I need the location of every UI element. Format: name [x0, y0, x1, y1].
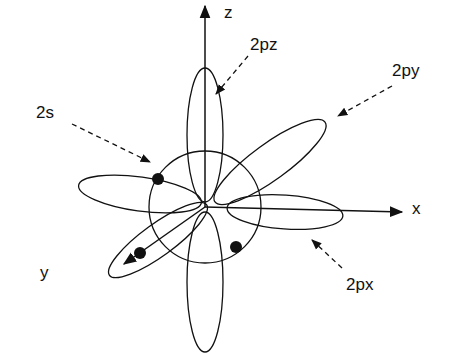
py-lobe: [100, 192, 216, 288]
axis-label: x: [412, 200, 421, 217]
py-lobe: [204, 107, 335, 216]
electron-dot: [152, 173, 164, 185]
axis-label: y: [40, 264, 49, 281]
orbital-label: 2py: [392, 62, 419, 79]
electron-dot: [230, 241, 242, 253]
z-axis: [204, 6, 206, 207]
axis-label: z: [224, 4, 233, 21]
orbital-label: 2px: [346, 276, 373, 293]
leader-line: [312, 240, 342, 268]
px-lobe: [226, 191, 344, 233]
orbital-label: 2pz: [250, 36, 277, 53]
x-axis: [205, 207, 402, 212]
y-axis: [124, 207, 205, 264]
orbital-label: 2s: [36, 104, 54, 121]
leader-line: [338, 86, 392, 116]
leader-line: [216, 56, 248, 94]
pz-lobe: [187, 212, 223, 352]
px-lobe: [76, 169, 204, 220]
electron-dot: [134, 247, 146, 259]
leader-line: [72, 124, 150, 162]
